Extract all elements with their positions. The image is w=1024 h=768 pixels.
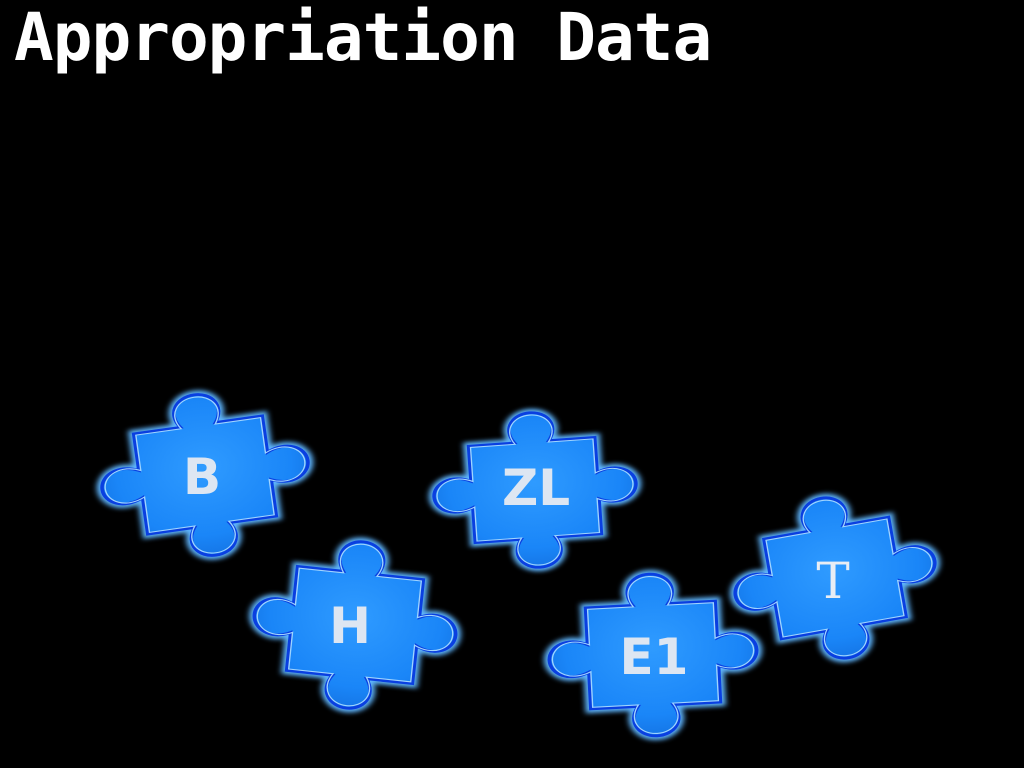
slide-title: Appropriation Data (14, 0, 712, 76)
puzzle-piece-label: H (329, 597, 371, 655)
puzzle-piece-label: E1 (620, 628, 689, 686)
puzzle-piece-label: B (183, 448, 221, 506)
puzzle-piece-label: T (816, 552, 849, 610)
puzzle-piece-label: ZL (502, 459, 570, 517)
